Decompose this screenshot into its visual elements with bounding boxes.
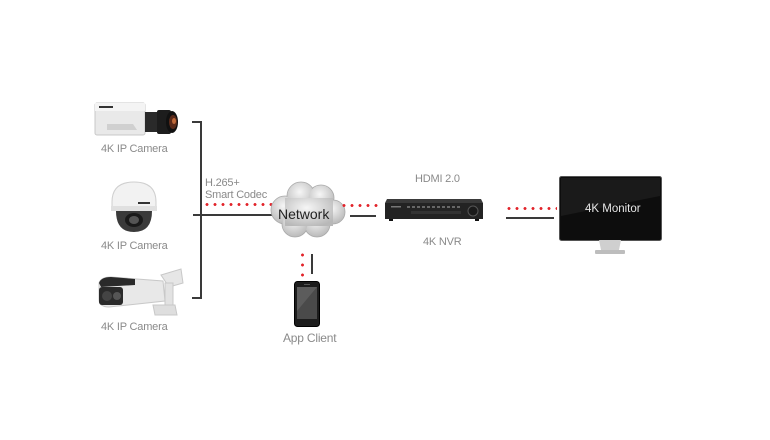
camera-2-label: 4K IP Camera [101,240,168,252]
nvr-to-monitor-line [506,217,554,219]
nvr-top-label: HDMI 2.0 [415,173,460,185]
app-client-label: App Client [283,331,337,345]
cloud-icon [270,181,346,238]
camera-to-network-line [193,214,273,216]
box-camera-image [94,102,178,136]
monitor-image [559,176,662,254]
bracket-bottom-tick [192,297,202,299]
codec-label-line2: Smart Codec [205,189,267,201]
codec-label-line1: H.265+ [205,177,240,189]
network-to-nvr-dots [340,204,380,207]
bracket-vertical-line [200,121,202,299]
nvr-to-monitor-dots [505,207,557,210]
phone-icon [294,281,320,327]
monitor-label: 4K Monitor [585,203,641,215]
network-label: Network [278,206,330,222]
network-to-app-dots [301,250,304,280]
camera-3-label: 4K IP Camera [101,321,168,333]
nvr-image [385,199,483,221]
camera-1-label: 4K IP Camera [101,143,168,155]
network-to-nvr-line [350,215,376,217]
bracket-top-tick [192,121,202,123]
bullet-camera-image [98,268,184,316]
camera-to-network-dots [203,203,275,206]
dome-camera-image [111,181,157,232]
nvr-bottom-label: 4K NVR [423,236,462,248]
network-to-app-line [311,254,313,274]
